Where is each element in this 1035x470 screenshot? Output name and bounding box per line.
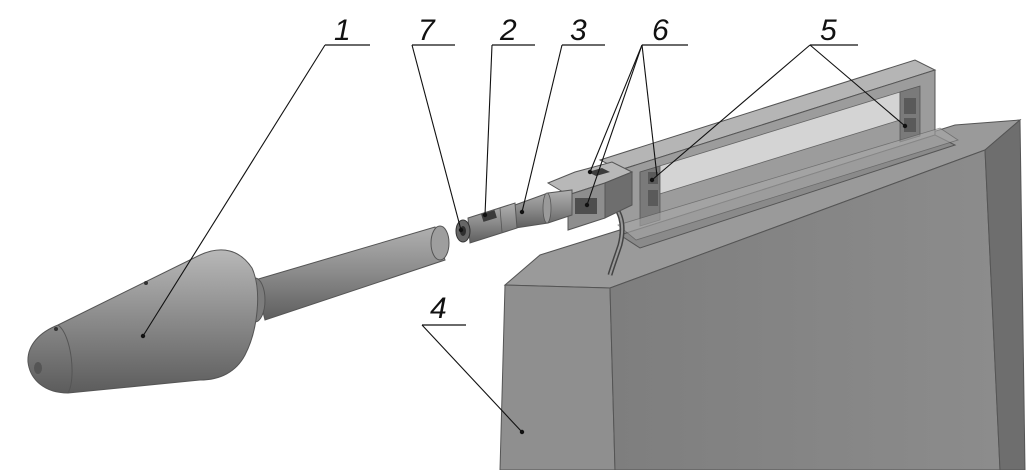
label-1: 1 [334, 14, 351, 47]
sensor-body [467, 202, 518, 244]
label-4: 4 [430, 292, 447, 325]
label-5-group: 5 [649, 14, 908, 183]
label-7: 7 [418, 14, 436, 47]
label-7-group: 7 [411, 14, 464, 233]
frame-bracket [598, 59, 959, 249]
label-2-group: 2 [482, 14, 535, 218]
label-3-group: 3 [519, 14, 605, 215]
label-5: 5 [820, 14, 837, 47]
sensor-tip [455, 219, 471, 243]
label-6: 6 [652, 14, 669, 47]
label-1-group: 1 [140, 14, 370, 339]
label-4-group: 4 [421, 292, 525, 435]
sleeve [514, 189, 573, 229]
label-6-group: 6 [584, 14, 688, 208]
label-3: 3 [570, 14, 587, 47]
cone-probe [27, 225, 450, 394]
label-2: 2 [499, 14, 517, 47]
